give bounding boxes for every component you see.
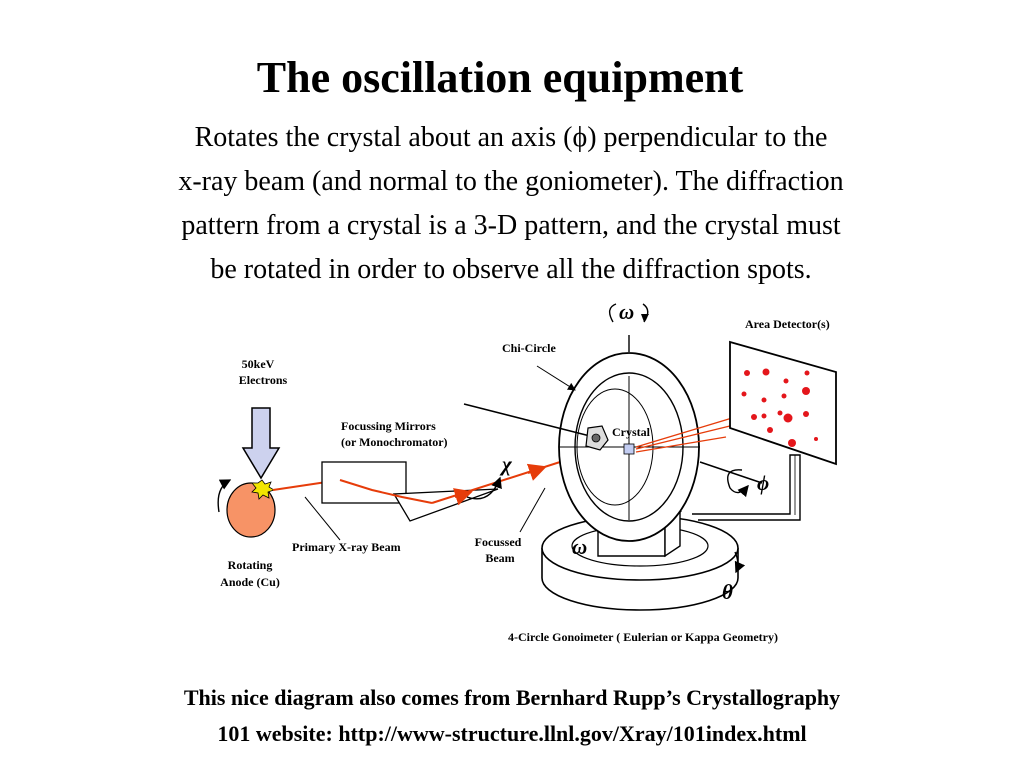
diffraction-spot	[761, 397, 767, 403]
crystal-sample	[623, 443, 635, 455]
theta-symbol: θ	[722, 580, 733, 604]
crystal-label: Crystal	[612, 425, 651, 439]
diffraction-spot	[788, 439, 796, 447]
focussed-label: Beam	[485, 551, 514, 565]
caption-line: This nice diagram also comes from Bernha…	[183, 685, 841, 710]
phi-symbol: ϕ	[757, 471, 769, 495]
monochromator-wedge	[392, 488, 499, 522]
mirrors-label: Focussing Mirrors	[341, 419, 436, 433]
focussed-label: Focussed	[475, 535, 522, 549]
theta-rotation-arrow	[734, 551, 746, 574]
focussed-beam-arrow	[453, 488, 473, 506]
diffraction-spot	[783, 413, 793, 423]
diffraction-spot	[761, 413, 767, 419]
electrons-label: Electrons	[239, 373, 288, 387]
diffraction-spot	[814, 437, 818, 441]
focussed-beam-arrow	[526, 463, 547, 481]
primary-beam-pointer	[304, 496, 341, 541]
intro-line: Rotates the crystal about an axis (ϕ) pe…	[194, 122, 828, 153]
diffraction-spot	[803, 411, 809, 417]
diffraction-spot	[781, 393, 787, 399]
primary-beam-label: Primary X-ray Beam	[292, 540, 401, 554]
area-detector-label: Area Detector(s)	[745, 317, 830, 331]
chi-symbol: χ	[499, 452, 513, 476]
caption-line: 101 website: http://www-structure.llnl.g…	[217, 721, 807, 746]
intro-paragraph: Rotates the crystal about an axis (ϕ) pe…	[90, 116, 932, 292]
diffracted-beam	[635, 436, 727, 453]
anode-label: Anode (Cu)	[220, 575, 280, 589]
electron-beam-arrow	[241, 407, 281, 480]
anode-rotation-arrow	[217, 479, 232, 513]
diffraction-spot	[767, 427, 773, 433]
slide-title: The oscillation equipment	[256, 53, 744, 102]
omega-base-symbol: ω	[572, 535, 587, 559]
mirror-box	[321, 461, 407, 504]
rotating-anode	[226, 482, 276, 538]
mirror-beam	[339, 479, 433, 504]
area-detector	[729, 340, 837, 466]
diffraction-spot	[804, 370, 810, 376]
phi-axis	[699, 461, 763, 484]
source-caption: This nice diagram also comes from Bernha…	[0, 680, 1024, 752]
goniometer-head-knob	[591, 433, 601, 443]
diffraction-spots	[741, 368, 818, 447]
diffraction-spot	[751, 414, 757, 420]
diffraction-spot	[762, 368, 770, 376]
phi-rotation-arrow	[727, 469, 749, 498]
diffraction-spot	[741, 391, 747, 397]
intro-line: pattern from a crystal is a 3-D pattern,…	[181, 210, 841, 241]
mirrors-label: (or Monochromator)	[341, 435, 448, 449]
intro-line: be rotated in order to observe all the d…	[210, 254, 812, 285]
chi-rotation-arrow	[466, 476, 502, 500]
diffracted-beam	[635, 423, 739, 450]
goniometer-label: 4-Circle Gonoimeter ( Eulerian or Kappa …	[508, 630, 778, 644]
chi-circle-label: Chi-Circle	[502, 341, 556, 355]
electrons-label: 50keV	[242, 357, 275, 371]
collimator	[463, 403, 591, 437]
diffraction-spot	[783, 378, 789, 384]
spark-icon	[251, 479, 275, 500]
anode-label: Rotating	[228, 558, 273, 572]
intro-line: x-ray beam (and normal to the goniometer…	[178, 166, 844, 197]
omega-top-symbol: ω	[619, 300, 634, 324]
diffraction-spot	[802, 387, 810, 395]
diffraction-spot	[777, 410, 783, 416]
focussed-beam-pointer	[519, 487, 546, 533]
chi-circle-pointer	[536, 365, 576, 391]
diffraction-spot	[744, 370, 750, 376]
omega-rotation-arrowhead	[641, 314, 649, 322]
